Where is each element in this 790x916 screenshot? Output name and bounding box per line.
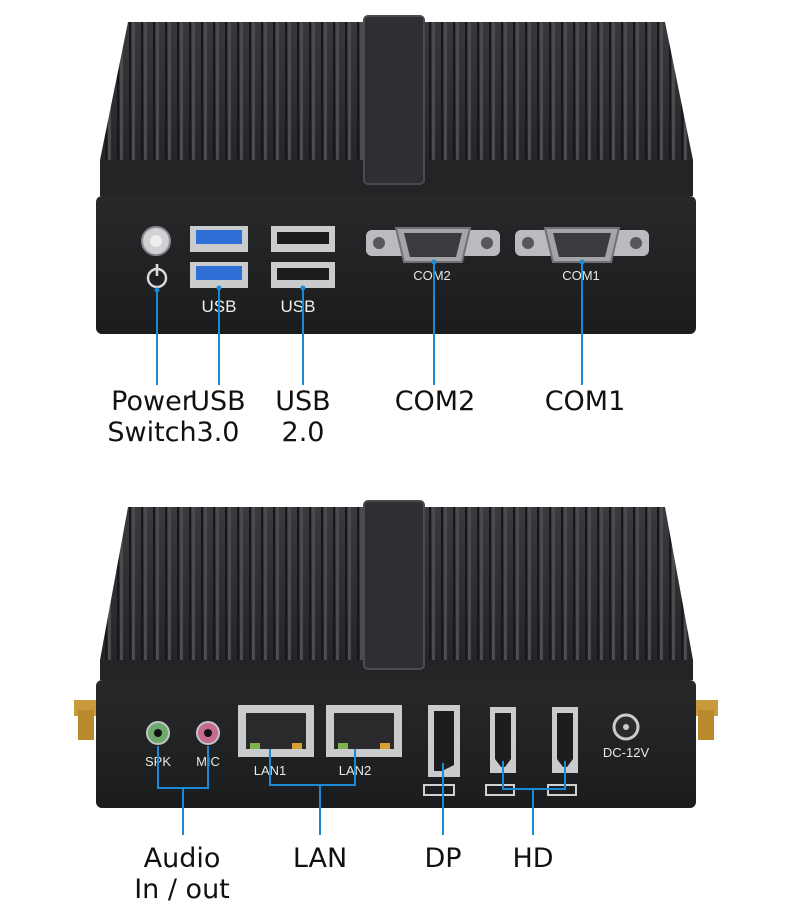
caption-usb3: USB 3.0 (186, 386, 250, 448)
front-device-image: USB USB COM2 COM1 (96, 15, 696, 385)
front-heatsink (100, 15, 693, 196)
caption-hd-line1: HD (512, 843, 554, 874)
caption-com2: COM2 (380, 386, 490, 417)
caption-audio-line2: In / out (134, 874, 230, 905)
back-callout-lines (157, 746, 566, 835)
usb3-ports (190, 226, 248, 288)
caption-hd: HD (503, 843, 563, 874)
caption-power-line2: Switch (107, 417, 197, 448)
caption-dp: DP (413, 843, 473, 874)
com2-port-label: COM2 (413, 268, 451, 283)
power-button (141, 226, 171, 289)
dc-label: DC-12V (603, 745, 650, 760)
lan-ports (238, 705, 402, 757)
usb2-port-label: USB (281, 297, 316, 316)
caption-com2-line1: COM2 (394, 386, 476, 417)
com1-port (515, 227, 649, 263)
back-device-image: SPK MIC LAN1 LAN2 DC-12V (74, 500, 718, 835)
caption-usb2-line2: 2.0 (281, 417, 325, 448)
caption-usb3-line1: USB (190, 386, 246, 417)
caption-usb3-line2: 3.0 (196, 417, 240, 448)
caption-com1-line1: COM1 (544, 386, 626, 417)
caption-dp-line1: DP (424, 843, 462, 874)
dc-power-jack (612, 713, 640, 741)
caption-power-switch: Power Switch (96, 386, 208, 448)
audio-jacks (146, 721, 220, 745)
displayport (423, 705, 460, 796)
back-heatsink (100, 500, 693, 680)
front-panel (96, 196, 696, 334)
caption-usb2: USB 2.0 (270, 386, 336, 448)
caption-usb2-line1: USB (275, 386, 331, 417)
caption-audio-line1: Audio (143, 843, 221, 874)
caption-audio: Audio In / out (124, 843, 240, 905)
caption-lan: LAN (280, 843, 360, 874)
caption-com1: COM1 (530, 386, 640, 417)
usb2-ports (271, 226, 335, 288)
antenna-connectors (74, 700, 718, 740)
front-callout-lines (154, 259, 585, 385)
caption-lan-line1: LAN (292, 843, 348, 874)
caption-power-line1: Power (111, 386, 193, 417)
com2-port (366, 227, 500, 263)
